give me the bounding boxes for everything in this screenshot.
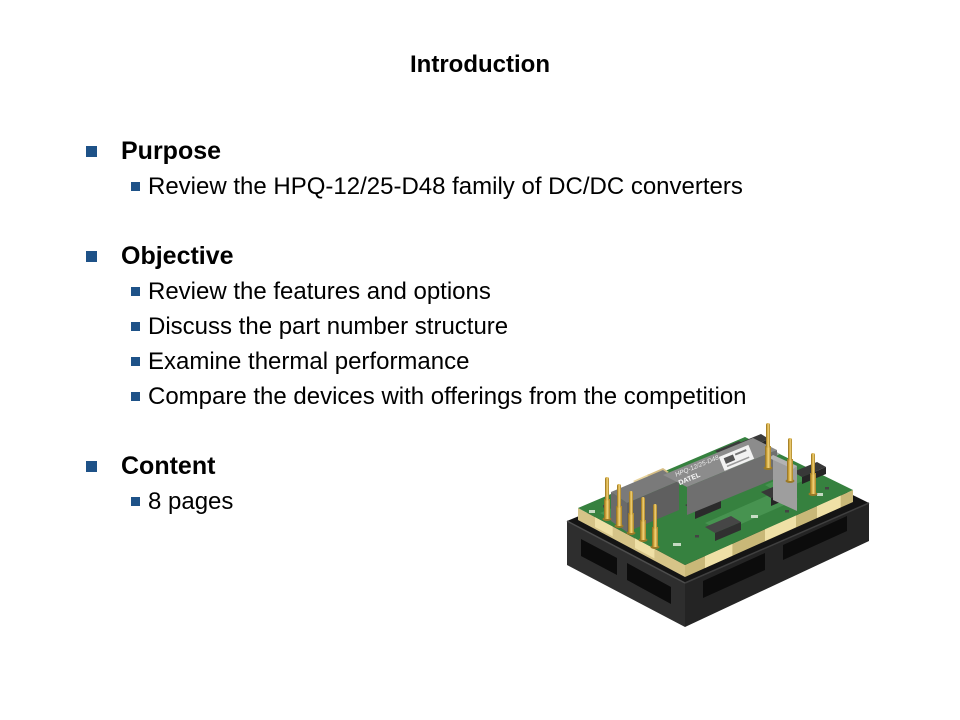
- bullet-list: Purpose Review the HPQ-12/25-D48 family …: [86, 133, 886, 518]
- product-image-dcdc-converter: HPQ-12/25-D48 DATEL: [566, 423, 870, 627]
- bullet-square-icon: [86, 461, 97, 472]
- page-title: Introduction: [410, 51, 550, 78]
- list-item: Discuss the part number structure: [86, 308, 886, 343]
- gold-pins-right: [763, 423, 818, 496]
- list-item: Review the HPQ-12/25-D48 family of DC/DC…: [86, 168, 886, 203]
- list-item: Examine thermal performance: [86, 343, 886, 378]
- section-heading: Purpose: [121, 137, 222, 165]
- list-item-text: Review the features and options: [148, 278, 491, 305]
- section-heading: Objective: [121, 242, 234, 270]
- section-heading: Content: [121, 452, 216, 480]
- bullet-square-icon: [86, 146, 97, 157]
- bullet-square-icon: [131, 322, 140, 331]
- bullet-square-icon: [131, 182, 140, 191]
- list-item-heading: Objective: [86, 238, 886, 273]
- bullet-square-icon: [131, 287, 140, 296]
- blank-line: [86, 203, 886, 238]
- list-item-text: Examine thermal performance: [148, 348, 470, 375]
- list-item-text: Discuss the part number structure: [148, 313, 509, 340]
- bullet-square-icon: [131, 497, 140, 506]
- list-item-heading: Purpose: [86, 133, 886, 168]
- list-item-heading: Content: [86, 448, 886, 483]
- pcb-edge: [578, 490, 853, 577]
- bullet-square-icon: [131, 357, 140, 366]
- gold-pins-left: [602, 477, 660, 549]
- list-item-text: Review the HPQ-12/25-D48 family of DC/DC…: [148, 173, 743, 200]
- list-item: Review the features and options: [86, 273, 886, 308]
- list-item: Compare the devices with offerings from …: [86, 378, 886, 413]
- list-item-text: Compare the devices with offerings from …: [148, 383, 747, 410]
- list-item: 8 pages: [86, 483, 886, 518]
- list-item-text: 8 pages: [148, 488, 234, 515]
- bullet-square-icon: [131, 392, 140, 401]
- bullet-square-icon: [86, 251, 97, 262]
- transformer-block-labeled: HPQ-12/25-D48 DATEL: [663, 438, 797, 515]
